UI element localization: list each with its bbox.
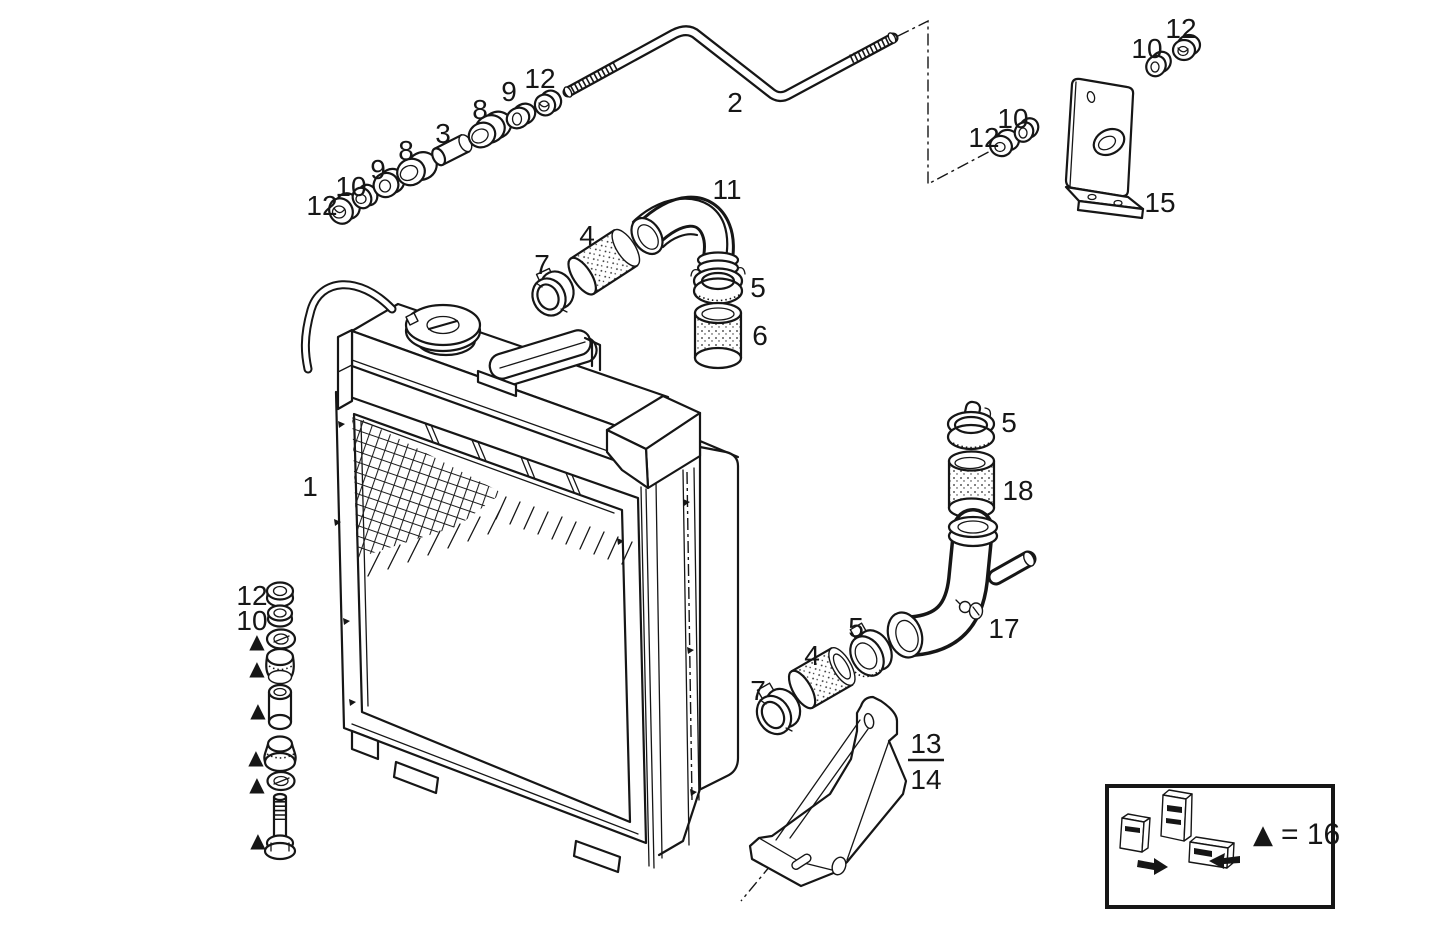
union-8b: [467, 110, 513, 149]
stacked-callout-13-14: 13 14: [908, 728, 944, 795]
left-fastener-column: [263, 581, 297, 861]
elbow-pipe-17: [886, 508, 1037, 659]
fasteners-top-right: [989, 33, 1202, 158]
legend-triangle-symbol: ▲: [1253, 820, 1273, 850]
mesh-fade-strokes: [367, 496, 633, 577]
nut-12d: [1171, 33, 1202, 62]
elbow-pipe-11: [630, 195, 740, 277]
callout-part: 1: [302, 471, 318, 502]
callout-part: 17: [988, 613, 1019, 644]
nut-10c: [266, 604, 294, 628]
hose-6: [693, 301, 743, 370]
hose-clamp-7b: [755, 682, 802, 736]
callout-part: 8: [472, 94, 488, 125]
nut-12c: [265, 581, 295, 608]
legend-equals-text: = 16: [1281, 818, 1340, 851]
legend-box: ▲ = 16: [1105, 784, 1340, 909]
rubber-mount-d: [263, 735, 297, 773]
spacer-tube-c: [267, 683, 293, 731]
hose-4: [567, 228, 641, 296]
nut-12b: [533, 89, 563, 117]
callout-part: 12: [236, 580, 267, 611]
mounting-bracket-13-14: [740, 695, 908, 902]
alignment-leader-line: [897, 19, 997, 186]
radiator-1: [300, 280, 740, 874]
triangle-marker: ▲: [250, 698, 266, 722]
callout-part: 8: [398, 135, 414, 166]
hose-clamp-7: [531, 267, 575, 317]
triangle-marker: ▲: [249, 772, 265, 796]
fiat-parts-box-icon-2: [1119, 813, 1151, 853]
rivet-marks: [334, 421, 697, 796]
spring-washer-a: [265, 628, 297, 650]
callout-part: 3: [435, 118, 451, 149]
nut-12e: [989, 128, 1020, 158]
hose-4b: [787, 647, 856, 710]
callout-part: 7: [750, 675, 766, 706]
triangle-marker: ▲: [249, 629, 265, 653]
callout-part: 5: [848, 612, 864, 643]
callout-part: 18: [1002, 475, 1033, 506]
right-hose-group: [886, 400, 1037, 659]
support-bracket-15: [1064, 77, 1145, 220]
callout-part: 5: [750, 272, 766, 303]
bolt-f: [263, 792, 297, 861]
callout-labels: 12 10 9 8 3 8 9 12 2 10 12 12 10 15 11 4…: [236, 13, 1196, 852]
callout-part: 10: [1131, 33, 1162, 64]
triangle-marker: ▲: [250, 828, 266, 852]
callout-part: 12: [1165, 13, 1196, 44]
callout-part: 4: [804, 640, 820, 671]
lower-hose-group: [755, 622, 893, 736]
fiat-parts-box-icon: [1160, 789, 1193, 842]
washer-10e: [1013, 117, 1040, 143]
nut-10: [351, 183, 379, 210]
rubber-mount-b: [265, 647, 295, 685]
shroud-panel: [698, 445, 740, 791]
washer-9b: [505, 102, 537, 130]
callout-part: 9: [370, 154, 386, 185]
callout-part: 12: [524, 63, 555, 94]
callout-part: 4: [579, 220, 595, 251]
upper-hose-group: [531, 195, 746, 370]
hose-clamp-5b: [946, 400, 996, 451]
callout-part: 13: [910, 728, 941, 759]
callout-part: 10: [335, 171, 366, 202]
filler-cap: [404, 303, 482, 357]
hose-18: [947, 450, 996, 519]
callout-part: 15: [1144, 187, 1175, 218]
bleed-screw: [955, 599, 984, 620]
callout-part: 5: [1001, 407, 1017, 438]
spring-washer-e: [266, 770, 296, 792]
callout-part: 12: [968, 122, 999, 153]
tank-handle-bracket: [476, 329, 602, 398]
washer-10d: [1145, 50, 1172, 78]
arrow-left-icon: [1209, 853, 1240, 869]
water-pipe-2: [562, 25, 899, 103]
callout-part: 14: [910, 764, 941, 795]
assembly-markers: ▲ ▲ ▲ ▲ ▲ ▲: [248, 629, 266, 852]
hose-clamp-5: [690, 266, 746, 305]
callout-part: 6: [752, 320, 768, 351]
callout-part: 10: [236, 605, 267, 636]
triangle-marker: ▲: [248, 745, 264, 769]
arrow-right-icon: [1137, 858, 1168, 875]
triangle-marker: ▲: [249, 656, 265, 680]
callout-part: 2: [727, 87, 743, 118]
mesh-core: [352, 414, 502, 558]
fitting-chain: [328, 89, 563, 225]
callout-part: 11: [712, 174, 741, 205]
callout-part: 10: [997, 103, 1028, 134]
callout-part: 9: [501, 76, 517, 107]
callout-part: 7: [534, 249, 550, 280]
callout-part: 12: [306, 190, 337, 221]
hose-clamp-5c: [849, 622, 893, 678]
